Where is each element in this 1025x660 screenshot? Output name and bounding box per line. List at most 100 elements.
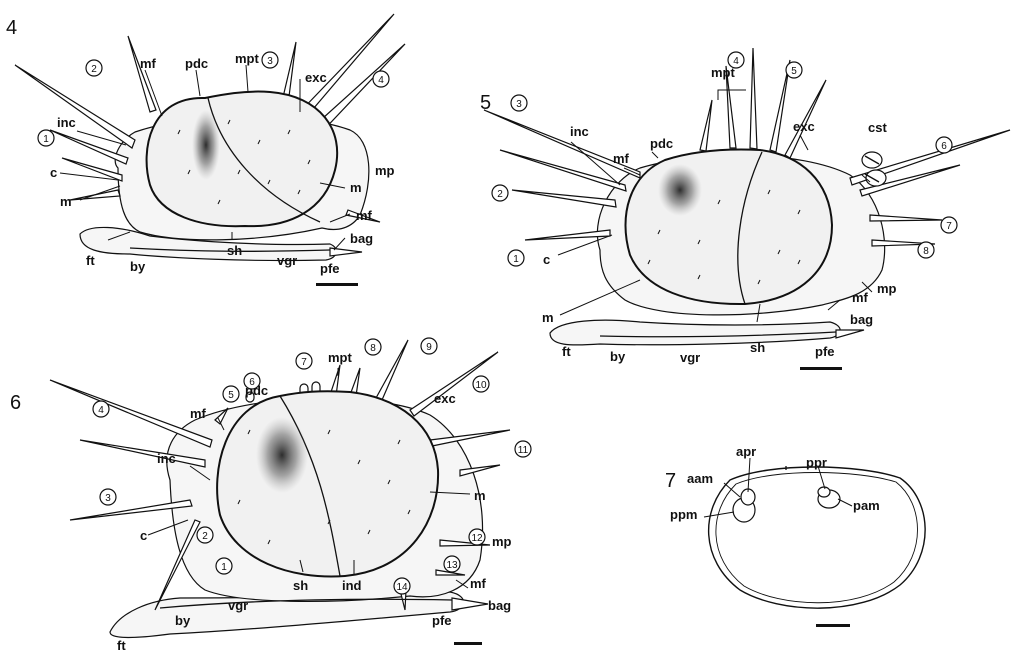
- tentacle-number: 7: [296, 353, 312, 369]
- tentacle-number: 11: [515, 441, 531, 457]
- tentacle-number: 1: [38, 130, 54, 146]
- svg-text:3: 3: [105, 493, 111, 504]
- posterior-adductor-muscle: [818, 487, 840, 508]
- label-exc: exc: [305, 70, 327, 85]
- tentacle: [50, 380, 212, 447]
- svg-text:3: 3: [267, 56, 273, 67]
- label-apr: apr: [736, 444, 756, 459]
- tentacle-number: 8: [918, 242, 934, 258]
- tentacle-number: 5: [223, 386, 239, 402]
- label-m: m: [542, 310, 554, 325]
- label-mp: mp: [492, 534, 512, 549]
- label-mf: mf: [140, 56, 157, 71]
- tentacle-number: 2: [86, 60, 102, 76]
- scale-bar: [454, 642, 482, 645]
- tentacle-number: 3: [100, 489, 116, 505]
- tentacle-number: 6: [936, 137, 952, 153]
- tentacle-number: 12: [469, 529, 485, 545]
- label-m-right: m: [350, 180, 362, 195]
- label-bag: bag: [850, 312, 873, 327]
- svg-text:2: 2: [202, 531, 208, 542]
- label-inc: inc: [570, 124, 589, 139]
- svg-text:13: 13: [446, 560, 458, 571]
- label-by: by: [610, 349, 626, 364]
- tentacle-number: 5: [786, 62, 802, 78]
- label-pfe: pfe: [815, 344, 835, 359]
- label-by: by: [175, 613, 191, 628]
- tentacle-number: 7: [941, 217, 957, 233]
- svg-text:9: 9: [426, 342, 432, 353]
- pigment-patch: [192, 110, 220, 180]
- label-pfe: pfe: [320, 261, 340, 276]
- svg-text:6: 6: [941, 141, 947, 152]
- figure-5: 5: [480, 48, 1010, 370]
- label-pdc: pdc: [185, 56, 208, 71]
- label-exc: exc: [434, 391, 456, 406]
- label-sh: sh: [293, 578, 308, 593]
- label-c: c: [140, 528, 147, 543]
- svg-text:1: 1: [221, 562, 227, 573]
- svg-text:5: 5: [791, 66, 797, 77]
- label-mf-lower: mf: [470, 576, 487, 591]
- tentacle-number: 3: [511, 95, 527, 111]
- pigment-patch: [658, 164, 702, 216]
- bag: [836, 330, 864, 338]
- svg-text:6: 6: [249, 377, 255, 388]
- tentacle-number: 9: [421, 338, 437, 354]
- figure-7: 7 apr ppr aam pam ppm: [665, 444, 925, 627]
- label-inc: inc: [157, 451, 176, 466]
- svg-text:12: 12: [471, 533, 483, 544]
- svg-text:7: 7: [946, 221, 952, 232]
- tentacle-number: 4: [728, 52, 744, 68]
- svg-text:1: 1: [43, 134, 49, 145]
- tentacle: [500, 150, 626, 191]
- tentacle: [512, 190, 616, 207]
- svg-text:4: 4: [378, 75, 384, 86]
- label-m: m: [474, 488, 486, 503]
- figure-7-number: 7: [665, 470, 676, 492]
- scale-bar: [316, 283, 358, 286]
- tentacle: [62, 158, 122, 181]
- svg-text:8: 8: [370, 343, 376, 354]
- label-mp: mp: [877, 281, 897, 296]
- svg-text:3: 3: [516, 99, 522, 110]
- label-aam: aam: [687, 471, 713, 486]
- tentacle: [700, 100, 712, 151]
- svg-text:4: 4: [733, 56, 739, 67]
- svg-text:7: 7: [301, 357, 307, 368]
- pigment-patch: [256, 417, 308, 493]
- label-exc: exc: [793, 119, 815, 134]
- shell: [625, 149, 832, 304]
- label-pdc: pdc: [650, 136, 673, 151]
- tentacle-number: 1: [216, 558, 232, 574]
- label-ind: ind: [342, 578, 362, 593]
- svg-text:14: 14: [396, 582, 408, 593]
- figure-6: 6: [10, 338, 531, 653]
- label-pam: pam: [853, 498, 880, 513]
- label-sh: sh: [750, 340, 765, 355]
- svg-text:1: 1: [513, 254, 519, 265]
- label-ppm: ppm: [670, 507, 697, 522]
- svg-text:5: 5: [228, 390, 234, 401]
- figure-4: 4: [6, 14, 405, 286]
- tentacle-number: 1: [508, 250, 524, 266]
- label-mf-lower: mf: [356, 208, 373, 223]
- svg-text:11: 11: [518, 445, 529, 456]
- label-c: c: [50, 165, 57, 180]
- shell-outline: [709, 467, 926, 608]
- scale-bar: [800, 367, 842, 370]
- tentacle-number: 2: [492, 185, 508, 201]
- tentacle: [870, 215, 942, 221]
- svg-text:2: 2: [497, 189, 503, 200]
- label-mf-lower: mf: [852, 290, 869, 305]
- label-sh: sh: [227, 243, 242, 258]
- foot: [550, 320, 840, 345]
- label-mpt: mpt: [235, 51, 260, 66]
- label-bag: bag: [488, 598, 511, 613]
- label-vgr: vgr: [277, 253, 297, 268]
- label-vgr: vgr: [228, 598, 248, 613]
- label-bag: bag: [350, 231, 373, 246]
- shell: [147, 92, 338, 227]
- figure-4-number: 4: [6, 17, 17, 39]
